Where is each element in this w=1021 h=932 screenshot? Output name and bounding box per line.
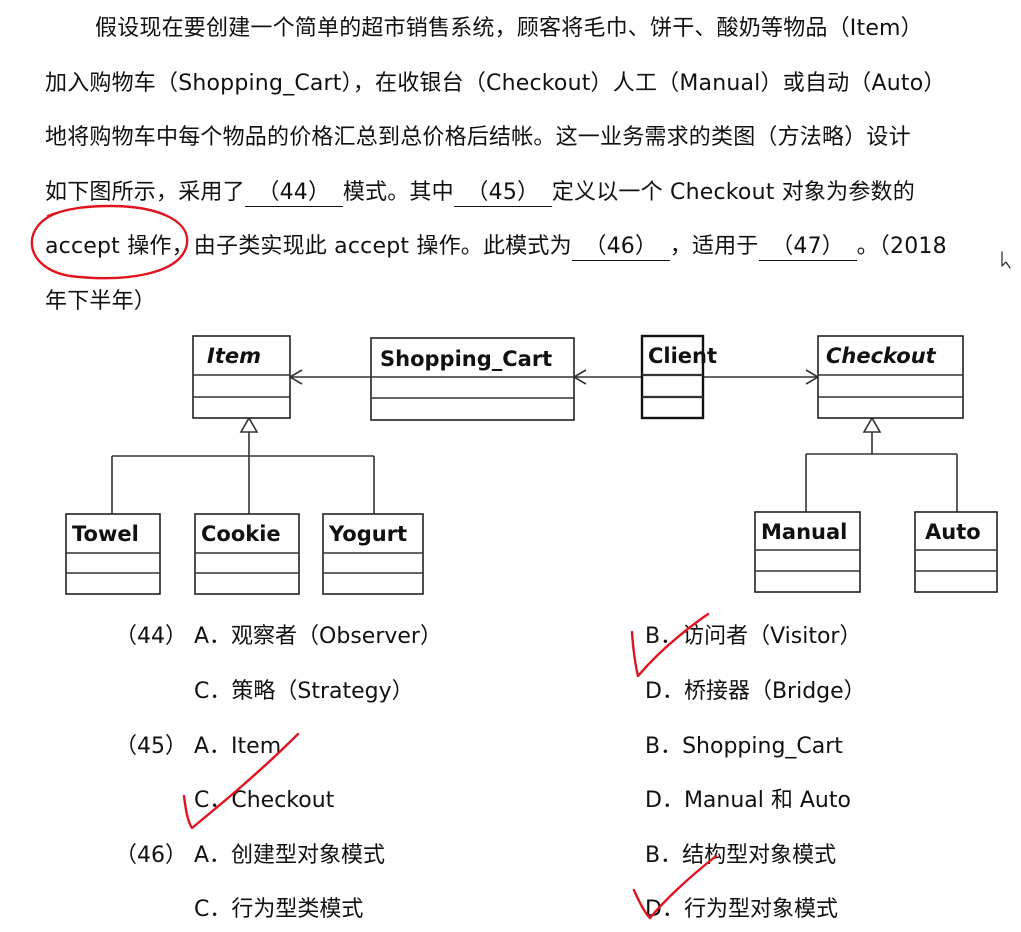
option-45-b: B．Shopping_Cart xyxy=(645,734,843,759)
blank-45: （45） xyxy=(453,180,552,207)
class-auto-label: Auto xyxy=(925,520,981,544)
option-44-a: A．观察者（Observer） xyxy=(194,624,442,649)
class-checkout-label: Checkout xyxy=(826,344,937,368)
class-yogurt-label: Yogurt xyxy=(328,522,407,546)
blank-44: （44） xyxy=(244,180,343,207)
option-46-b: B．结构型对象模式 xyxy=(645,843,837,868)
blank-47: （47） xyxy=(758,234,857,261)
generalization-item xyxy=(111,416,375,514)
class-cookie: Cookie xyxy=(194,513,300,595)
class-checkout: Checkout xyxy=(817,335,964,419)
question-number-46: （46） xyxy=(115,843,187,868)
class-yogurt: Yogurt xyxy=(322,513,424,595)
option-44-b: B．访问者（Visitor） xyxy=(645,624,862,649)
option-46-d: D．行为型对象模式 xyxy=(645,897,838,922)
class-item: Item xyxy=(192,335,291,419)
option-45-c: C．Checkout xyxy=(194,788,335,813)
question-line-2: 加入购物车（Shopping_Cart），在收银台（Checkout）人工（Ma… xyxy=(45,71,946,96)
question-text: 定义以一个 Checkout 对象为参数的 xyxy=(551,180,915,205)
question-line-4: 如下图所示，采用了（44）模式。其中（45）定义以一个 Checkout 对象为… xyxy=(45,178,915,208)
class-client-label: Client xyxy=(648,344,717,368)
option-44-c: C．策略（Strategy） xyxy=(194,679,414,704)
class-client: Client xyxy=(640,334,717,420)
question-line-1: 假设现在要创建一个简单的超市销售系统，顾客将毛巾、饼干、酸奶等物品（Item） xyxy=(95,16,923,41)
association-client-to-cart xyxy=(572,369,642,385)
option-46-c: C．行为型类模式 xyxy=(194,897,364,922)
option-46-a: A．创建型对象模式 xyxy=(194,843,386,868)
class-cookie-label: Cookie xyxy=(201,522,281,546)
class-shopping-cart-label: Shopping_Cart xyxy=(380,347,552,371)
option-45-a: A．Item xyxy=(194,734,282,759)
question-text: 。（2018 xyxy=(856,234,947,259)
question-number-44: （44） xyxy=(115,624,187,649)
question-text: 模式。其中 xyxy=(342,180,454,205)
association-cart-to-item xyxy=(288,369,371,385)
question-number-45: （45） xyxy=(115,734,187,759)
class-manual-label: Manual xyxy=(761,520,847,544)
class-item-label: Item xyxy=(207,344,261,368)
question-text: 如下图所示，采用了 xyxy=(45,180,245,205)
blank-46: （46） xyxy=(571,234,670,261)
class-manual: Manual xyxy=(754,511,861,593)
class-towel: Towel xyxy=(65,513,161,595)
generalization-checkout xyxy=(805,416,958,512)
question-line-6: 年下半年） xyxy=(45,289,157,314)
class-shopping-cart: Shopping_Cart xyxy=(370,337,575,421)
question-line-3: 地将购物车中每个物品的价格汇总到总价格后结帐。这一业务需求的类图（方法略）设计 xyxy=(45,125,911,150)
option-45-d: D．Manual 和 Auto xyxy=(645,788,851,813)
class-auto: Auto xyxy=(914,511,998,593)
question-text: ，适用于 xyxy=(669,234,759,259)
class-towel-label: Towel xyxy=(72,522,139,546)
association-client-to-checkout xyxy=(703,369,820,385)
option-44-d: D．桥接器（Bridge） xyxy=(645,679,866,704)
